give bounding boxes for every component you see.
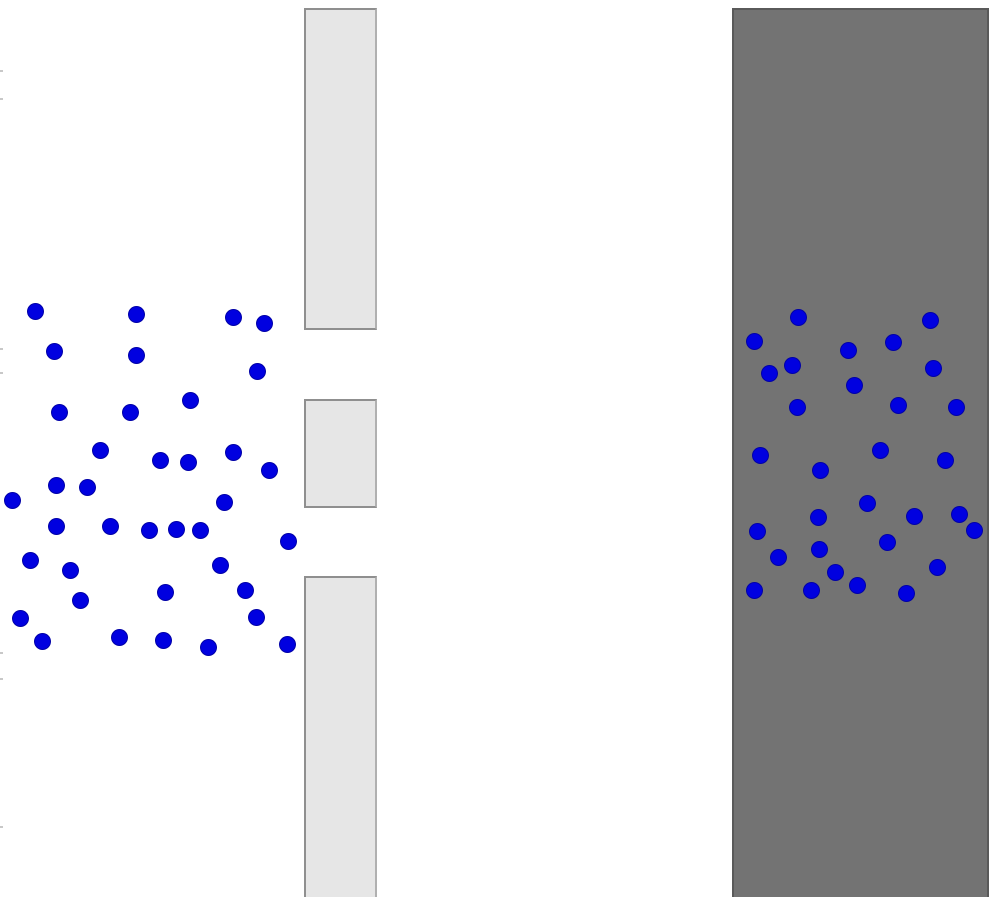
incoming-particle (63, 563, 78, 578)
incoming-particle (129, 348, 144, 363)
screen-hit-particle (790, 400, 805, 415)
screen-hit-particle (952, 507, 967, 522)
incoming-particle (250, 364, 265, 379)
detection-screen (732, 8, 989, 897)
screen-hit-particle (841, 343, 856, 358)
incoming-particle (217, 495, 232, 510)
screen-hit-particle (899, 586, 914, 601)
incoming-particle (49, 519, 64, 534)
screen-hit-particle (873, 443, 888, 458)
incoming-particle (103, 519, 118, 534)
incoming-particle (142, 523, 157, 538)
screen-hit-particle (860, 496, 875, 511)
incoming-particle (112, 630, 127, 645)
incoming-particle (80, 480, 95, 495)
screen-hit-particle (923, 313, 938, 328)
screen-hit-particle (880, 535, 895, 550)
incoming-particle (49, 478, 64, 493)
incoming-particle (73, 593, 88, 608)
incoming-particle (183, 393, 198, 408)
screen-hit-particle (813, 463, 828, 478)
barrier-bottom-segment (304, 576, 377, 897)
screen-hit-particle (785, 358, 800, 373)
incoming-particle (181, 455, 196, 470)
incoming-particle (213, 558, 228, 573)
incoming-particle (153, 453, 168, 468)
screen-hit-particle (750, 524, 765, 539)
screen-hit-particle (791, 310, 806, 325)
screen-hit-particle (907, 509, 922, 524)
screen-hit-particle (967, 523, 982, 538)
incoming-particle (281, 534, 296, 549)
edge-tick (0, 826, 3, 828)
incoming-particle (93, 443, 108, 458)
screen-hit-particle (828, 565, 843, 580)
screen-hit-particle (753, 448, 768, 463)
screen-hit-particle (812, 542, 827, 557)
screen-hit-particle (804, 583, 819, 598)
incoming-particle (129, 307, 144, 322)
screen-hit-particle (926, 361, 941, 376)
incoming-particle (35, 634, 50, 649)
incoming-particle (47, 344, 62, 359)
screen-hit-particle (847, 378, 862, 393)
incoming-particle (226, 445, 241, 460)
screen-hit-particle (747, 334, 762, 349)
screen-hit-particle (930, 560, 945, 575)
screen-hit-particle (747, 583, 762, 598)
barrier-top-segment (304, 8, 377, 330)
screen-hit-particle (938, 453, 953, 468)
incoming-particle (5, 493, 20, 508)
incoming-particle (169, 522, 184, 537)
edge-tick (0, 98, 3, 100)
screen-hit-particle (811, 510, 826, 525)
edge-tick (0, 348, 3, 350)
incoming-particle (257, 316, 272, 331)
incoming-particle (52, 405, 67, 420)
screen-hit-particle (762, 366, 777, 381)
edge-tick (0, 652, 3, 654)
incoming-particle (262, 463, 277, 478)
screen-hit-particle (850, 578, 865, 593)
edge-tick (0, 678, 3, 680)
incoming-particle (158, 585, 173, 600)
screen-hit-particle (886, 335, 901, 350)
incoming-particle (193, 523, 208, 538)
incoming-particle (28, 304, 43, 319)
screen-hit-particle (949, 400, 964, 415)
incoming-particle (13, 611, 28, 626)
barrier-middle-segment (304, 399, 377, 508)
incoming-particle (238, 583, 253, 598)
incoming-particle (23, 553, 38, 568)
edge-tick (0, 70, 3, 72)
incoming-particle (201, 640, 216, 655)
incoming-particle (226, 310, 241, 325)
screen-hit-particle (891, 398, 906, 413)
incoming-particle (123, 405, 138, 420)
incoming-particle (249, 610, 264, 625)
screen-hit-particle (771, 550, 786, 565)
incoming-particle (280, 637, 295, 652)
incoming-particle (156, 633, 171, 648)
edge-tick (0, 372, 3, 374)
